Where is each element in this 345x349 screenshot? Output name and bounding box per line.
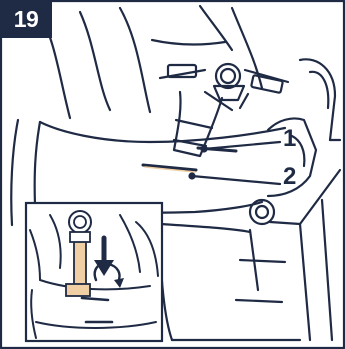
buckle-icon bbox=[216, 64, 240, 88]
detail-inset bbox=[26, 203, 162, 341]
seat-lower-line bbox=[160, 224, 250, 232]
callout-1-dot bbox=[202, 147, 207, 152]
callout-label-2: 2 bbox=[283, 165, 296, 189]
crotch-pad-seam bbox=[176, 120, 212, 128]
seat-side-panel bbox=[11, 120, 18, 225]
seat-back-edge bbox=[40, 122, 285, 142]
footrest-line-2 bbox=[236, 300, 282, 302]
callout-label-1: 1 bbox=[283, 127, 296, 151]
backrest-top-curve bbox=[152, 40, 225, 44]
backrest-padding-fold bbox=[80, 12, 110, 110]
callout-2-leader bbox=[192, 176, 280, 184]
step-number: 19 bbox=[14, 6, 39, 33]
pivot-joint-inner bbox=[256, 206, 268, 218]
callout-1-leader bbox=[204, 142, 280, 149]
seat-left-side bbox=[35, 122, 40, 205]
inset-buckle-tongue bbox=[70, 232, 90, 242]
backrest-padding-fold-2 bbox=[120, 8, 150, 112]
callout-2-dot bbox=[190, 174, 195, 179]
inset-buckle-icon bbox=[69, 211, 91, 233]
footrest-line bbox=[240, 260, 285, 262]
strap-adjuster-right bbox=[251, 75, 283, 93]
frame-arm-upper bbox=[300, 59, 335, 140]
frame-arm-inner bbox=[310, 72, 328, 108]
harness-line-2 bbox=[240, 94, 248, 108]
pivot-joint bbox=[250, 200, 274, 224]
frame-leg bbox=[300, 224, 310, 340]
buckle-inner-ring bbox=[221, 69, 235, 83]
frame-leg-2 bbox=[322, 200, 332, 340]
step-badge: 19 bbox=[0, 0, 52, 38]
frame-leg-brace bbox=[270, 170, 340, 224]
strap-end-tab bbox=[66, 284, 90, 296]
